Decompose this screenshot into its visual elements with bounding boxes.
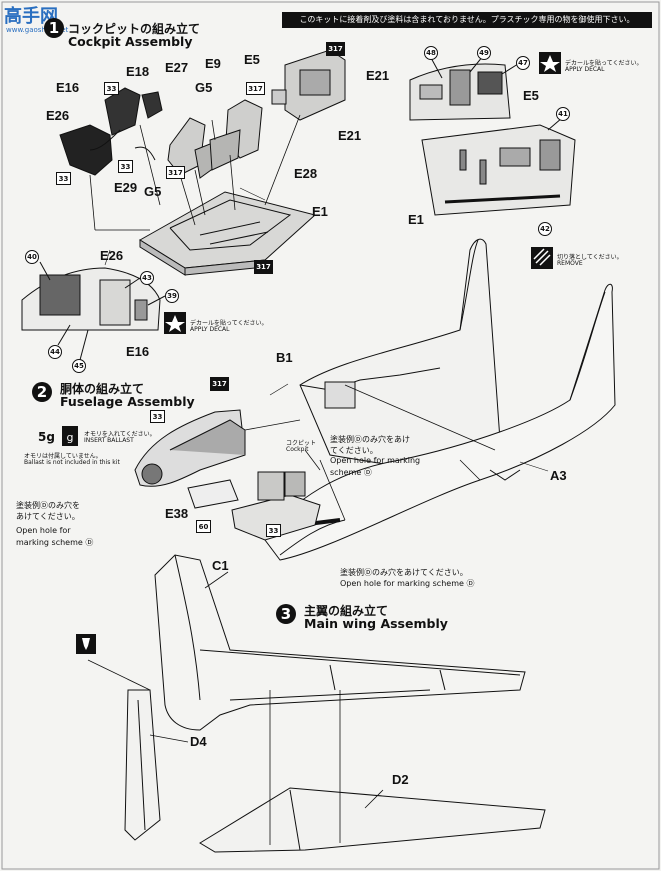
- rear-bulkhead-drawing: [271, 49, 346, 121]
- part-label-e26-b: E26: [100, 248, 124, 263]
- step-3-title-jp: 主翼の組み立て: [304, 604, 389, 618]
- code-317-d: 317: [254, 260, 273, 274]
- step-1-number: 1: [44, 18, 64, 38]
- decal-45: 45: [72, 359, 86, 373]
- part-label-e29: E29: [114, 180, 138, 195]
- decal-43: 43: [140, 271, 154, 285]
- code-33-d: 33: [150, 410, 165, 423]
- decal-41: 41: [556, 107, 570, 121]
- code-33-c: 33: [56, 172, 71, 185]
- ballast-note-jp: オモリは付属していません。: [24, 453, 102, 460]
- hole-note-3-jp: 塗装例Ⓓのみ穴をあけてください。: [340, 568, 468, 577]
- decal-40: 40: [25, 250, 39, 264]
- fuselage-right-half-drawing: [299, 238, 501, 471]
- hole-note-2-jp2: あけてください。: [16, 512, 80, 521]
- ballast-en: INSERT BALLAST: [84, 437, 134, 444]
- code-317-b: 317: [246, 82, 265, 95]
- part-label-e5-a: E5: [244, 52, 260, 67]
- part-label-e9: E9: [205, 56, 221, 71]
- cockpit-decal-e1-drawing: [421, 117, 576, 216]
- instrument-panel-e26-drawing: [21, 261, 166, 361]
- step-3-title-en: Main wing Assembly: [304, 616, 448, 631]
- decal-39: 39: [165, 289, 179, 303]
- decal-42: 42: [538, 222, 552, 236]
- step-1-title-en: Cockpit Assembly: [68, 34, 193, 49]
- code-33-e: 33: [266, 524, 281, 537]
- hole-note-1-jp1: 塗装例Ⓓのみ穴をあけ: [330, 435, 410, 444]
- apply-decal-en-a: APPLY DECAL: [565, 66, 605, 73]
- code-33-a: 33: [104, 82, 119, 95]
- part-label-e38: E38: [165, 506, 189, 521]
- flap-d4-drawing: [124, 689, 161, 841]
- cockpit-assembly-drawing: [187, 471, 321, 541]
- seat-drawings: [167, 99, 263, 179]
- flap-d2-drawing: [199, 787, 546, 853]
- hole-note-1-jp2: てください。: [330, 446, 378, 455]
- main-wing-drawing: [154, 554, 526, 731]
- hole-note-2-jp1: 塗装例Ⓓのみ穴を: [16, 501, 80, 510]
- part-label-e18: E18: [126, 64, 150, 79]
- ballast-weight: 5g: [38, 430, 55, 444]
- hole-note-3-en: Open hole for marking scheme Ⓓ: [340, 579, 475, 588]
- part-label-e1-b: E1: [408, 212, 424, 227]
- part-label-e16-a: E16: [56, 80, 80, 95]
- cockpit-tub-drawing: [139, 191, 317, 276]
- ballast-jp: オモリを入れてください。: [84, 431, 156, 438]
- part-label-e1-a: E1: [312, 204, 328, 219]
- svg-text:g: g: [67, 431, 74, 444]
- part-label-b1: B1: [276, 350, 293, 365]
- remove-note-en: REMOVE: [557, 260, 583, 267]
- cockpit-label-jp: コクピット: [286, 440, 317, 447]
- code-33-b: 33: [118, 160, 133, 173]
- code-317-c: 317: [166, 166, 185, 179]
- code-317-a: 317: [326, 42, 345, 56]
- ballast-note-en: Ballast is not included in this kit: [24, 459, 120, 466]
- cockpit-label-en: Cockpit: [286, 446, 309, 453]
- part-label-e26-a: E26: [46, 108, 70, 123]
- part-label-d2: D2: [392, 772, 409, 787]
- part-label-a3: A3: [550, 468, 567, 483]
- watermark-url: www.gaoshou.net: [6, 26, 69, 34]
- decal-44: 44: [48, 345, 62, 359]
- decal-49: 49: [477, 46, 491, 60]
- controls-drawing: [59, 87, 163, 176]
- part-label-g5-a: G5: [195, 80, 213, 95]
- decal-47: 47: [516, 56, 530, 70]
- hole-note-1-en1: Open hole for marking: [330, 456, 421, 465]
- part-label-e5-b: E5: [523, 88, 539, 103]
- instrument-panel-e21-drawing: [409, 55, 519, 121]
- part-label-d4: D4: [190, 734, 207, 749]
- apply-decal-jp-a: デカールを貼ってください。: [565, 60, 643, 67]
- ballast-icon: [62, 426, 78, 446]
- part-label-e27: E27: [165, 60, 189, 75]
- step-1-title-jp: コックピットの組み立て: [68, 22, 201, 36]
- step-2-number: 2: [32, 382, 52, 402]
- code-60: 60: [196, 520, 211, 533]
- part-label-e16-b: E16: [126, 344, 150, 359]
- hole-note-2-en1: Open hole for: [16, 526, 71, 535]
- decal-48: 48: [424, 46, 438, 60]
- nose-section-drawing: [134, 409, 246, 487]
- part-label-e21-a: E21: [338, 128, 362, 143]
- part-label-e28: E28: [294, 166, 318, 181]
- apply-decal-jp-b: デカールを貼ってください。: [190, 320, 268, 327]
- step-2-title-en: Fuselage Assembly: [60, 394, 195, 409]
- step-2-title-jp: 胴体の組み立て: [60, 382, 145, 396]
- hole-note-1-en2: scheme Ⓓ: [330, 468, 372, 477]
- step-3-number: 3: [276, 604, 296, 624]
- part-label-e21-b: E21: [366, 68, 390, 83]
- code-317-e: 317: [210, 377, 229, 391]
- hole-note-2-en2: marking scheme Ⓓ: [16, 538, 94, 547]
- part-label-g5-b: G5: [144, 184, 162, 199]
- part-label-c1: C1: [212, 558, 229, 573]
- remove-note-jp: 切り落としてください。: [557, 254, 623, 261]
- apply-decal-en-b: APPLY DECAL: [190, 326, 230, 333]
- top-notice: このキットに接着剤及び塗料は含まれておりません。プラスチック専用の物を御使用下さ…: [282, 12, 652, 28]
